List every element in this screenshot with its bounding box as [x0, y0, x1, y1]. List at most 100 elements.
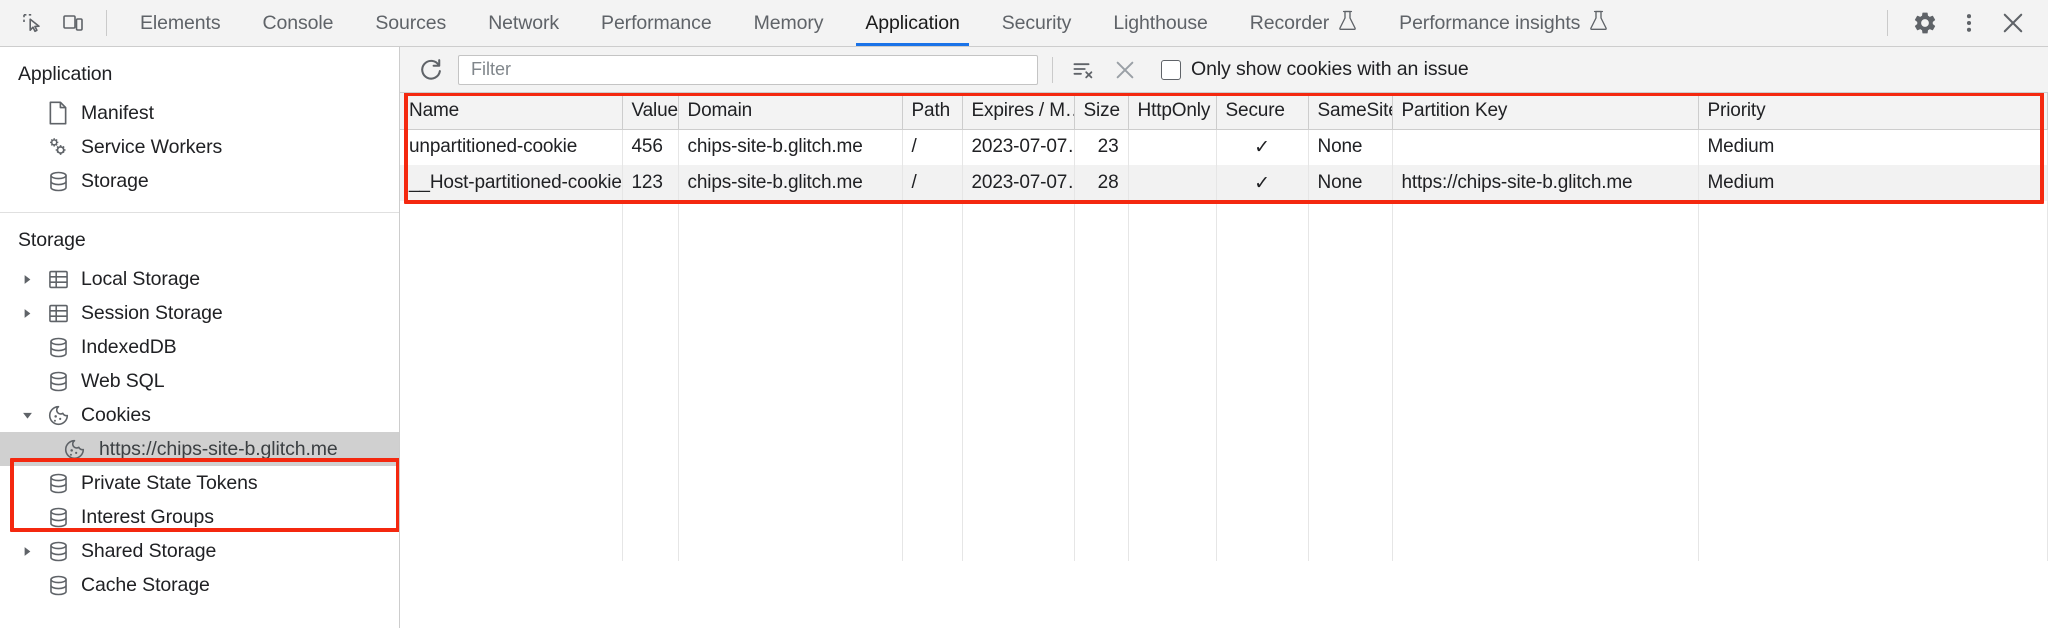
- sidebar-item-session-storage[interactable]: Session Storage: [0, 296, 399, 330]
- sidebar-item-service-workers[interactable]: Service Workers: [0, 130, 399, 164]
- column-header-path[interactable]: Path: [902, 93, 963, 130]
- grid-filler-row: [400, 309, 2048, 345]
- chevron-right-icon[interactable]: [22, 274, 44, 285]
- tab-recorder[interactable]: Recorder: [1229, 0, 1378, 46]
- kebab-menu-icon[interactable]: [1950, 4, 1988, 42]
- inspect-element-icon[interactable]: [14, 4, 52, 42]
- cell-size: 28: [1074, 165, 1129, 201]
- sidebar-item-storage[interactable]: Storage: [0, 164, 399, 198]
- tab-label: Security: [1001, 11, 1072, 34]
- device-toolbar-icon[interactable]: [54, 4, 92, 42]
- database-icon: [44, 336, 72, 359]
- tab-label: Memory: [753, 11, 824, 34]
- gear-icon[interactable]: [1906, 4, 1944, 42]
- tab-memory[interactable]: Memory: [733, 0, 845, 46]
- table-grid-icon: [44, 302, 72, 325]
- cell-size: 23: [1074, 129, 1129, 165]
- tab-network[interactable]: Network: [467, 0, 580, 46]
- cell-samesite: None: [1308, 129, 1393, 165]
- sidebar-item-indexeddb[interactable]: IndexedDB: [0, 330, 399, 364]
- sidebar-item-interest-groups[interactable]: Interest Groups: [0, 500, 399, 534]
- cell-secure: ✓: [1216, 165, 1309, 201]
- sidebar-item-label: Cookies: [81, 403, 151, 426]
- database-icon: [44, 472, 72, 495]
- column-header-expires[interactable]: Expires / M…: [962, 93, 1075, 130]
- chevron-right-icon[interactable]: [22, 308, 44, 319]
- sidebar-section-title: Application: [18, 63, 113, 85]
- tab-performance-insights[interactable]: Performance insights: [1378, 0, 1629, 46]
- cell-name: __Host-partitioned-cookie: [400, 165, 623, 201]
- grid-header-row: Name Value Domain Path Expires / M… Size…: [400, 93, 2048, 130]
- grid-filler-row: [400, 525, 2048, 561]
- table-row[interactable]: unpartitioned-cookie 456 chips-site-b.gl…: [400, 129, 2048, 165]
- tab-performance[interactable]: Performance: [580, 0, 733, 46]
- column-header-name[interactable]: Name: [400, 93, 623, 130]
- grid-filler-row: [400, 237, 2048, 273]
- tab-elements[interactable]: Elements: [119, 0, 242, 46]
- database-icon: [44, 370, 72, 393]
- sidebar-item-label: Session Storage: [81, 301, 223, 324]
- column-header-domain[interactable]: Domain: [678, 93, 903, 130]
- database-icon: [44, 574, 72, 597]
- column-header-samesite[interactable]: SameSite: [1308, 93, 1393, 130]
- tab-label: Elements: [140, 11, 221, 34]
- devtools-body: Application Manifest: [0, 47, 2048, 628]
- sidebar-item-manifest[interactable]: Manifest: [0, 96, 399, 130]
- sidebar-item-web-sql[interactable]: Web SQL: [0, 364, 399, 398]
- column-header-size[interactable]: Size: [1074, 93, 1129, 130]
- sidebar-section-application: Application Manifest: [0, 53, 399, 206]
- devtools-tab-bar: Elements Console Sources Network Perform…: [0, 0, 2048, 47]
- cell-secure: ✓: [1216, 129, 1309, 165]
- column-header-partition-key[interactable]: Partition Key: [1392, 93, 1699, 130]
- tab-label: Lighthouse: [1113, 11, 1208, 34]
- cell-path: /: [902, 129, 963, 165]
- column-header-priority[interactable]: Priority: [1698, 93, 2048, 130]
- grid-filler-row: [400, 489, 2048, 525]
- sidebar-item-cookies[interactable]: Cookies: [0, 398, 399, 432]
- grid-body: unpartitioned-cookie 456 chips-site-b.gl…: [400, 129, 2048, 561]
- tab-label: Console: [262, 11, 334, 34]
- sidebar-item-cookie-origin[interactable]: https://chips-site-b.glitch.me: [0, 432, 399, 466]
- table-row[interactable]: __Host-partitioned-cookie 123 chips-site…: [400, 165, 2048, 201]
- cell-samesite: None: [1308, 165, 1393, 201]
- column-header-httponly[interactable]: HttpOnly: [1128, 93, 1217, 130]
- column-header-secure[interactable]: Secure: [1216, 93, 1309, 130]
- tab-sources[interactable]: Sources: [354, 0, 467, 46]
- toolbar-divider: [1052, 56, 1053, 83]
- tabbar-actions-group: [1875, 0, 2048, 46]
- cell-httponly: [1128, 129, 1217, 165]
- column-header-value[interactable]: Value: [622, 93, 679, 130]
- tab-console[interactable]: Console: [242, 0, 355, 46]
- filter-input[interactable]: [469, 58, 1027, 81]
- grid-filler-row: [400, 273, 2048, 309]
- only-show-issues-checkbox[interactable]: [1161, 59, 1181, 80]
- tab-application[interactable]: Application: [844, 0, 980, 46]
- only-show-issues-checkbox-row[interactable]: Only show cookies with an issue: [1161, 58, 1469, 81]
- filter-input-wrapper[interactable]: [458, 54, 1038, 85]
- sidebar-section-title: Storage: [18, 229, 86, 251]
- panel-tabs: Elements Console Sources Network Perform…: [119, 0, 1875, 46]
- sidebar-item-local-storage[interactable]: Local Storage: [0, 262, 399, 296]
- clear-filtered-cookies-icon[interactable]: [1067, 54, 1099, 86]
- grid-filler-row: [400, 381, 2048, 417]
- cell-domain: chips-site-b.glitch.me: [678, 129, 903, 165]
- sidebar-item-label: Service Workers: [81, 135, 223, 158]
- clear-all-cookies-icon[interactable]: [1109, 54, 1141, 86]
- sidebar-item-shared-storage[interactable]: Shared Storage: [0, 534, 399, 568]
- chevron-right-icon[interactable]: [22, 546, 44, 557]
- close-icon[interactable]: [1994, 4, 2032, 42]
- refresh-icon[interactable]: [414, 53, 448, 87]
- sidebar-item-private-state-tokens[interactable]: Private State Tokens: [0, 466, 399, 500]
- chevron-down-icon[interactable]: [22, 410, 44, 421]
- tab-security[interactable]: Security: [981, 0, 1093, 46]
- sidebar-item-label: Manifest: [81, 101, 154, 124]
- cookie-data-grid-wrapper: Name Value Domain Path Expires / M… Size…: [400, 93, 2048, 628]
- service-workers-gears-icon: [44, 135, 72, 159]
- cookie-icon: [44, 404, 72, 427]
- cell-expires: 2023-07-07…: [962, 165, 1075, 201]
- table-grid-icon: [44, 268, 72, 291]
- tab-label: Sources: [375, 11, 447, 34]
- tab-lighthouse[interactable]: Lighthouse: [1092, 0, 1228, 46]
- sidebar-item-cache-storage[interactable]: Cache Storage: [0, 568, 399, 602]
